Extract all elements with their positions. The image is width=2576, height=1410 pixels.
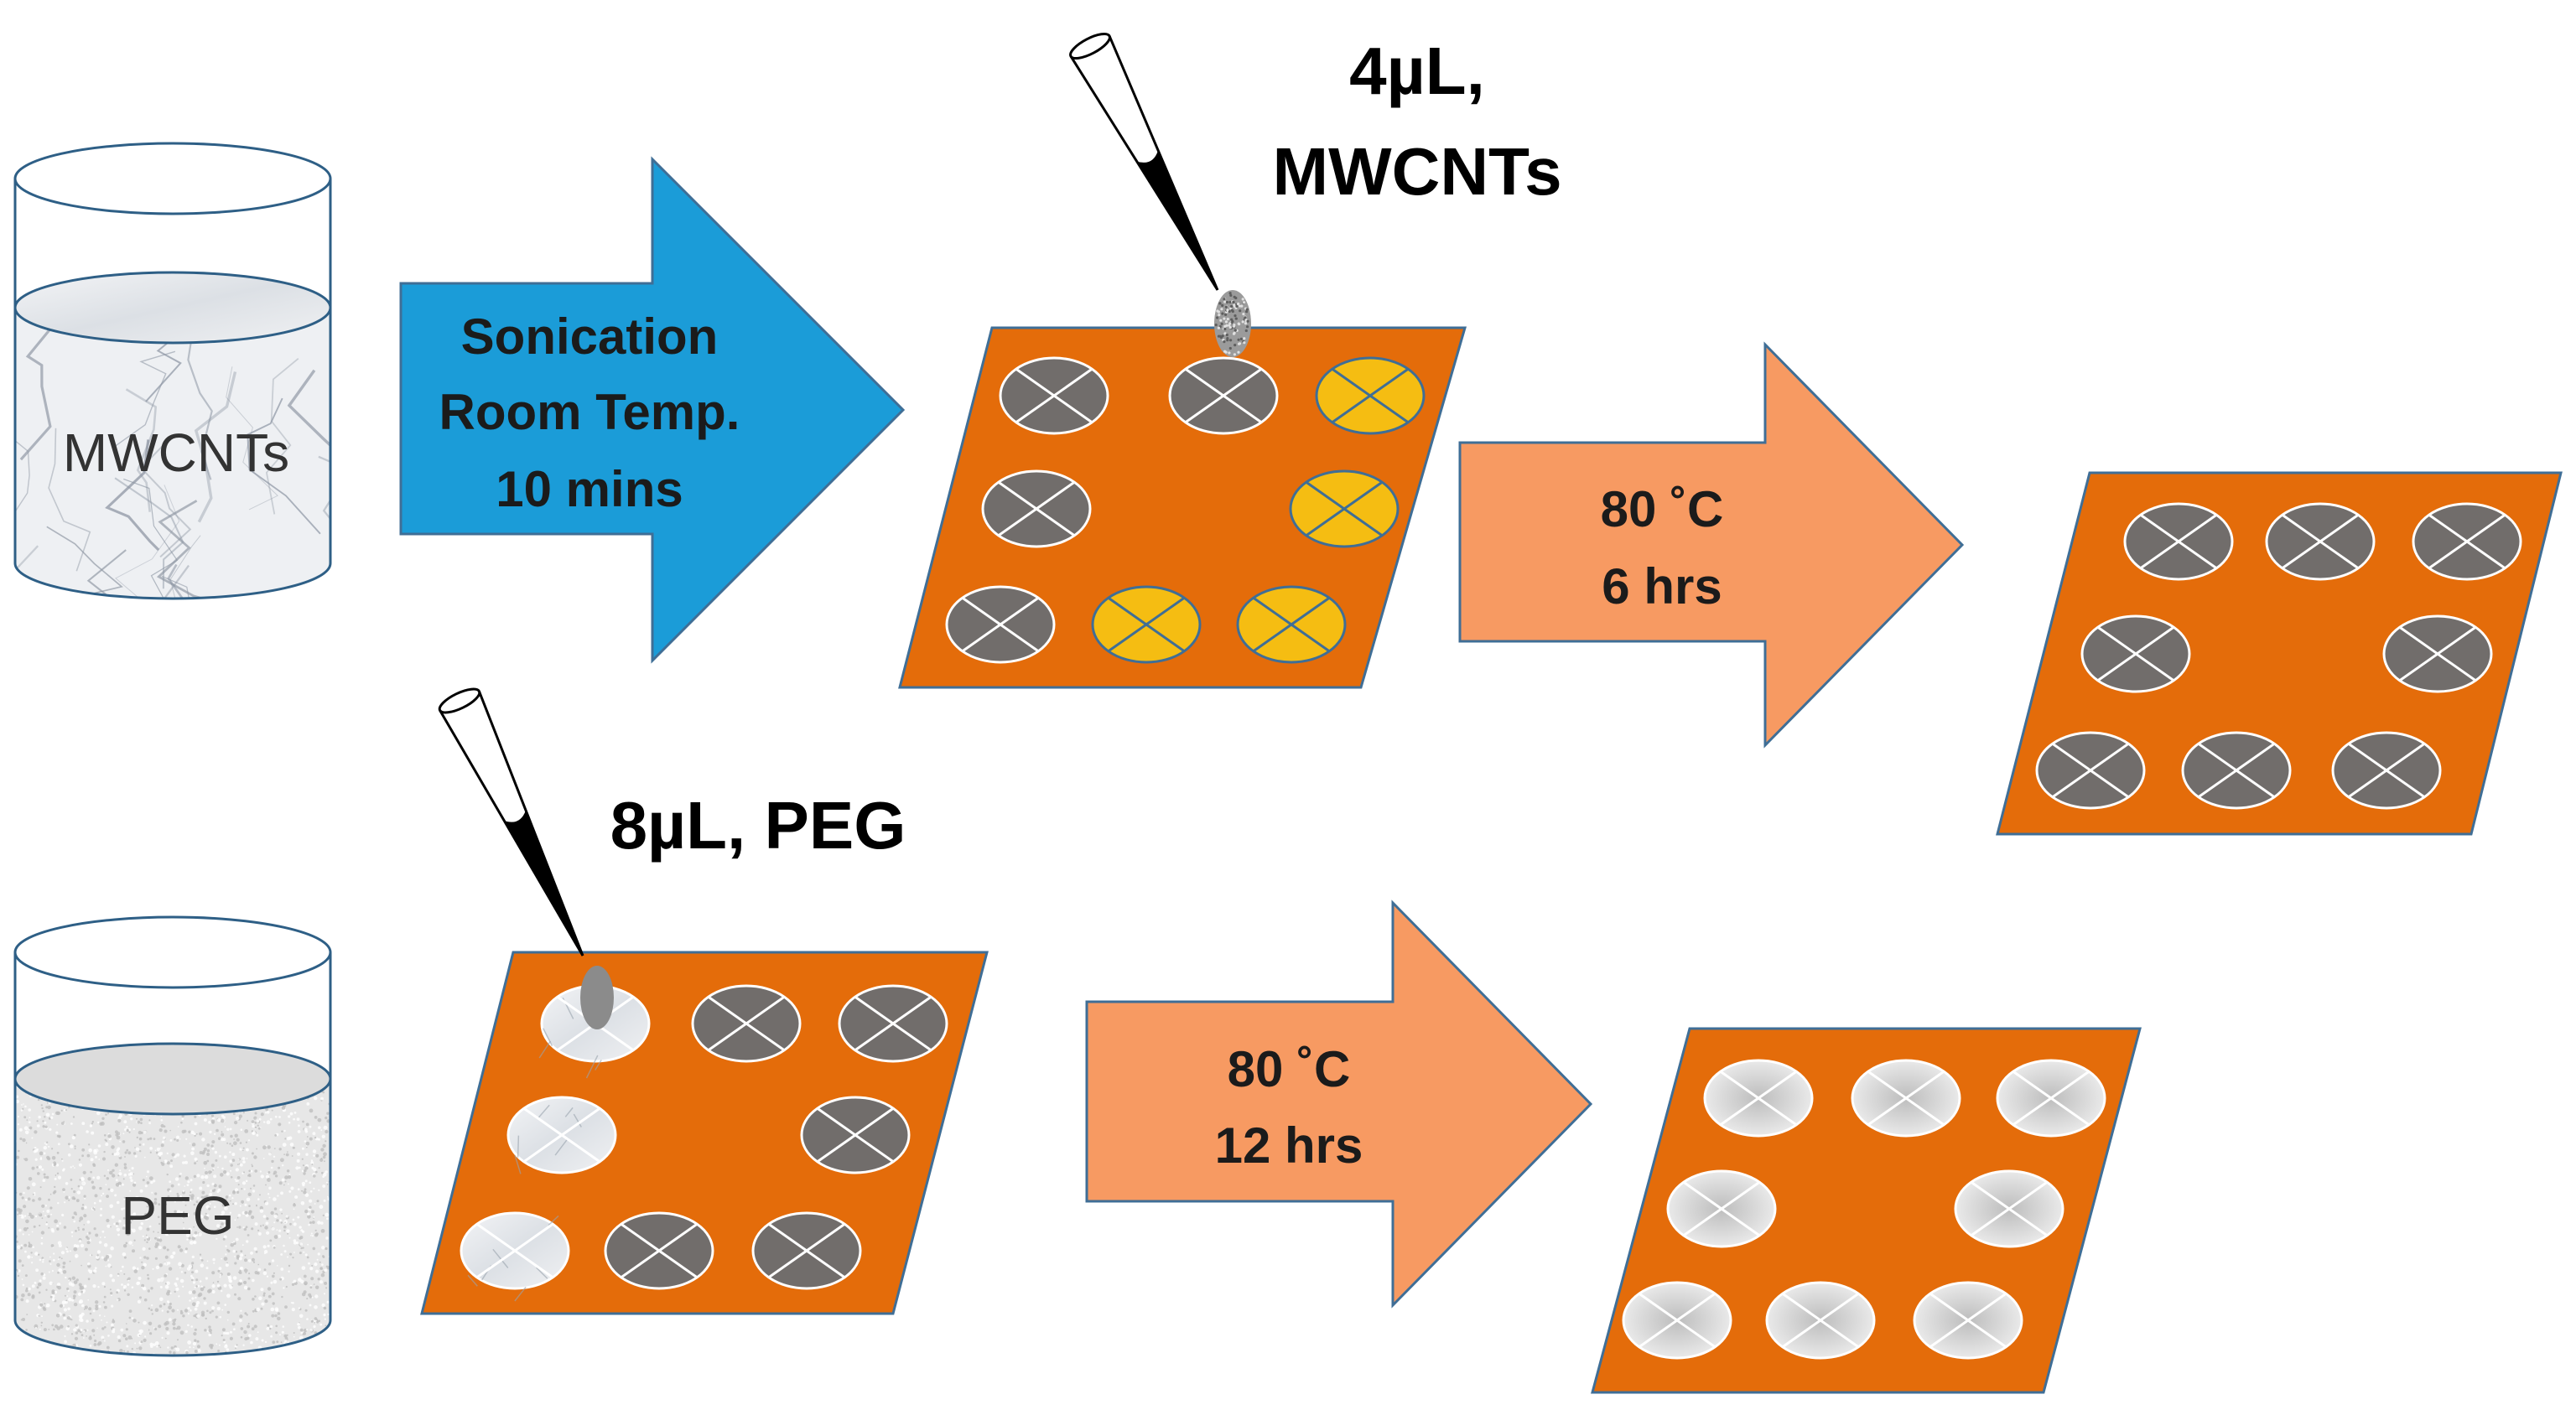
beaker-mwcnt-label: MWCNTs [63,422,289,483]
arrow-right-icon [1085,899,1593,1309]
well-marble [460,1211,570,1302]
peg-pipette-icon [438,687,584,956]
well-dark [2265,502,2376,581]
pipette-liquid [1136,150,1218,290]
beaker-peg-label: PEG [121,1185,234,1246]
sonication-arrow [399,156,906,664]
well-dark [2331,731,2442,810]
well-dark [2080,614,2191,693]
beaker-bottom-edge [13,1319,332,1357]
pipette-liquid [504,810,583,956]
pipette-opening [438,687,481,714]
well-light [1996,1059,2106,1138]
peg-beaker [13,915,332,1357]
well-dark [2181,731,2292,810]
mwcnt-name-label: MWCNTs [1272,134,1561,209]
well-yellow [1236,585,1347,664]
well-light [1913,1281,2023,1360]
well-dark [604,1211,714,1290]
mwcnt-loading-plate [898,290,1467,689]
mwcnt-pipette-icon [1069,33,1219,291]
well-dark [999,356,1109,435]
well-dark [751,1211,862,1290]
ten-mins-label: 10 mins [496,461,683,517]
heat-12hrs-arrow [1085,899,1593,1309]
arrow-right-icon [399,156,906,664]
heat-top-time-label: 6 hrs [1602,558,1722,614]
pipette-body [439,691,584,956]
well-light [1666,1169,1777,1248]
liquid-surface [13,271,332,345]
beaker-rim [13,915,332,989]
well-light [1622,1281,1732,1360]
well-dark [1168,356,1279,435]
pipette-body [1069,35,1219,291]
well-yellow [1289,469,1400,548]
arrow-right-icon [1458,341,1965,749]
well-dark [2412,502,2522,581]
well-dark [800,1096,911,1174]
mwcnt-dried-plate [1996,471,2563,836]
heat-bottom-temp-label: 80 ˚C [1228,1041,1351,1097]
well-dark [838,984,948,1063]
peg-volume-label: 8µL, PEG [610,788,906,863]
well-yellow [1315,356,1426,435]
beaker-rim [13,142,332,215]
well-light [1954,1169,2064,1248]
mwcnt-beaker [13,142,332,600]
well-light [1703,1059,1814,1138]
room-temp-label: Room Temp. [439,384,740,440]
peg-dried-plate [1591,1027,2142,1394]
well-light [1765,1281,1876,1360]
beaker-bottom-edge [13,562,332,600]
well-marble [506,1096,617,1174]
pipette-opening [1069,33,1111,60]
mwcnt-volume-label: 4µL, [1349,34,1485,108]
well-dark [2382,614,2493,693]
heat-bottom-time-label: 12 hrs [1215,1117,1363,1174]
peg-droplet [580,966,614,1029]
peg-loading-plate [420,951,989,1315]
well-dark [691,984,802,1063]
well-dark [981,469,1092,548]
well-yellow [1091,585,1202,664]
well-dark [945,585,1056,664]
mwcnt-droplet [1214,290,1251,357]
liquid-surface [13,1042,332,1116]
well-dark [2123,502,2234,581]
well-dark [2035,731,2146,810]
sonication-label: Sonication [461,308,719,365]
heat-top-temp-label: 80 ˚C [1601,481,1724,537]
well-light [1851,1059,1961,1138]
heat-6hrs-arrow [1458,341,1965,749]
